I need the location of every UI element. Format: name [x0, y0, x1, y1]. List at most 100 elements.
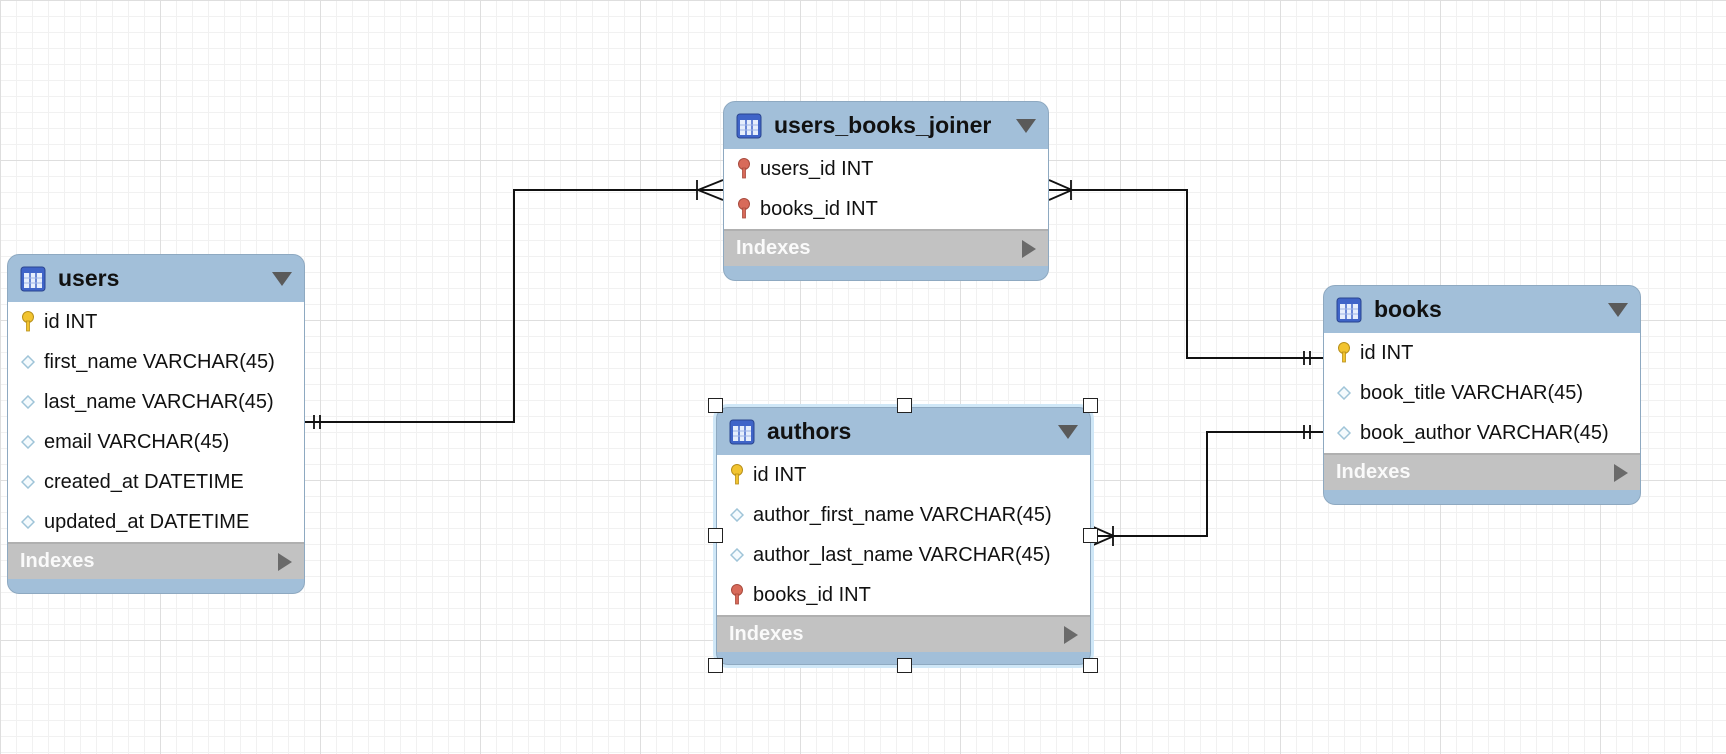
resize-handle-right[interactable]: [1083, 528, 1098, 543]
column-list: id INT book_title VARCHAR(45) book_author …: [1324, 333, 1640, 453]
column-label: email VARCHAR(45): [44, 430, 230, 453]
table-icon: [20, 266, 46, 292]
column-row[interactable]: id INT: [717, 455, 1090, 495]
table-icon: [1336, 297, 1362, 323]
indexes-label: Indexes: [736, 237, 811, 259]
expand-arrow-icon[interactable]: [1022, 239, 1036, 258]
column-diamond-icon: [20, 391, 36, 413]
expand-arrow-icon[interactable]: [1064, 625, 1078, 644]
relationship-books-joiner[interactable]: [1049, 189, 1323, 359]
expand-arrow-icon[interactable]: [1614, 463, 1628, 482]
column-row[interactable]: created_at DATETIME: [8, 462, 304, 502]
column-diamond-icon: [1336, 422, 1352, 444]
resize-handle-bottom-right[interactable]: [1083, 658, 1098, 673]
table-icon: [736, 113, 762, 139]
column-label: book_author VARCHAR(45): [1360, 421, 1609, 444]
column-label: last_name VARCHAR(45): [44, 390, 274, 413]
column-diamond-icon: [20, 351, 36, 373]
table-header[interactable]: users: [8, 255, 304, 302]
one-only-one-marker: [313, 415, 321, 429]
foreign-key-icon: [736, 158, 752, 180]
table-books[interactable]: books id INT book_title VARCHAR(45) book_a…: [1323, 285, 1641, 505]
column-row[interactable]: email VARCHAR(45): [8, 422, 304, 462]
primary-key-icon: [729, 464, 745, 486]
column-label: id INT: [44, 310, 98, 333]
indexes-bar[interactable]: Indexes: [8, 542, 304, 579]
primary-key-icon: [20, 311, 36, 333]
column-label: first_name VARCHAR(45): [44, 350, 275, 373]
column-list: id INT first_name VARCHAR(45) last_name VA…: [8, 302, 304, 542]
resize-handle-bottom[interactable]: [897, 658, 912, 673]
resize-handle-bottom-left[interactable]: [708, 658, 723, 673]
column-row[interactable]: books_id INT: [724, 189, 1048, 229]
foreign-key-icon: [729, 584, 745, 606]
column-diamond-icon: [729, 544, 745, 566]
resize-handle-top[interactable]: [897, 398, 912, 413]
collapse-triangle-icon[interactable]: [1058, 424, 1078, 439]
table-name: users: [58, 265, 120, 291]
column-row[interactable]: updated_at DATETIME: [8, 502, 304, 542]
table-authors[interactable]: authors id INT author_first_name VARCHAR(…: [716, 407, 1091, 665]
column-label: updated_at DATETIME: [44, 510, 250, 533]
column-row[interactable]: users_id INT: [724, 149, 1048, 189]
column-row[interactable]: author_last_name VARCHAR(45): [717, 535, 1090, 575]
column-label: book_title VARCHAR(45): [1360, 381, 1584, 404]
column-list: id INT author_first_name VARCHAR(45) autho…: [717, 455, 1090, 615]
resize-handle-top-right[interactable]: [1083, 398, 1098, 413]
indexes-bar[interactable]: Indexes: [724, 229, 1048, 266]
column-label: author_first_name VARCHAR(45): [753, 503, 1052, 526]
column-label: users_id INT: [760, 157, 874, 180]
one-or-many-marker: [695, 179, 724, 201]
table-name: users_books_joiner: [774, 112, 992, 138]
column-row[interactable]: book_author VARCHAR(45): [1324, 413, 1640, 453]
table-header[interactable]: authors: [717, 408, 1090, 455]
table-icon: [729, 419, 755, 445]
one-only-one-marker: [1303, 425, 1311, 439]
column-label: books_id INT: [753, 583, 871, 606]
indexes-bar[interactable]: Indexes: [717, 615, 1090, 652]
primary-key-icon: [1336, 342, 1352, 364]
table-users[interactable]: users id INT first_name VARCHAR(45) last_n…: [7, 254, 305, 594]
column-diamond-icon: [729, 504, 745, 526]
column-row[interactable]: author_first_name VARCHAR(45): [717, 495, 1090, 535]
resize-handle-left[interactable]: [708, 528, 723, 543]
table-users-books-joiner[interactable]: users_books_joiner users_id INT books_id …: [723, 101, 1049, 281]
column-diamond-icon: [20, 471, 36, 493]
collapse-triangle-icon[interactable]: [1016, 118, 1036, 133]
column-diamond-icon: [20, 511, 36, 533]
collapse-triangle-icon[interactable]: [272, 271, 292, 286]
table-header[interactable]: books: [1324, 286, 1640, 333]
column-row[interactable]: book_title VARCHAR(45): [1324, 373, 1640, 413]
expand-arrow-icon[interactable]: [278, 552, 292, 571]
column-row[interactable]: id INT: [1324, 333, 1640, 373]
table-name: authors: [767, 418, 852, 444]
column-label: books_id INT: [760, 197, 878, 220]
one-only-one-marker: [1303, 351, 1311, 365]
foreign-key-icon: [736, 198, 752, 220]
indexes-bar[interactable]: Indexes: [1324, 453, 1640, 490]
table-name: books: [1374, 296, 1442, 322]
column-row[interactable]: last_name VARCHAR(45): [8, 382, 304, 422]
column-list: users_id INT books_id INT: [724, 149, 1048, 229]
one-or-many-marker: [1090, 525, 1117, 547]
column-label: id INT: [1360, 341, 1414, 364]
column-diamond-icon: [20, 431, 36, 453]
resize-handle-top-left[interactable]: [708, 398, 723, 413]
column-row[interactable]: id INT: [8, 302, 304, 342]
column-label: author_last_name VARCHAR(45): [753, 543, 1051, 566]
column-row[interactable]: books_id INT: [717, 575, 1090, 615]
column-label: id INT: [753, 463, 807, 486]
one-or-many-marker: [1048, 179, 1075, 201]
column-row[interactable]: first_name VARCHAR(45): [8, 342, 304, 382]
indexes-label: Indexes: [1336, 461, 1411, 483]
indexes-label: Indexes: [20, 550, 95, 572]
table-header[interactable]: users_books_joiner: [724, 102, 1048, 149]
column-diamond-icon: [1336, 382, 1352, 404]
collapse-triangle-icon[interactable]: [1608, 302, 1628, 317]
relationship-books-authors[interactable]: [1091, 431, 1323, 537]
relationship-users-joiner[interactable]: [305, 189, 723, 423]
column-label: created_at DATETIME: [44, 470, 244, 493]
indexes-label: Indexes: [729, 623, 804, 645]
